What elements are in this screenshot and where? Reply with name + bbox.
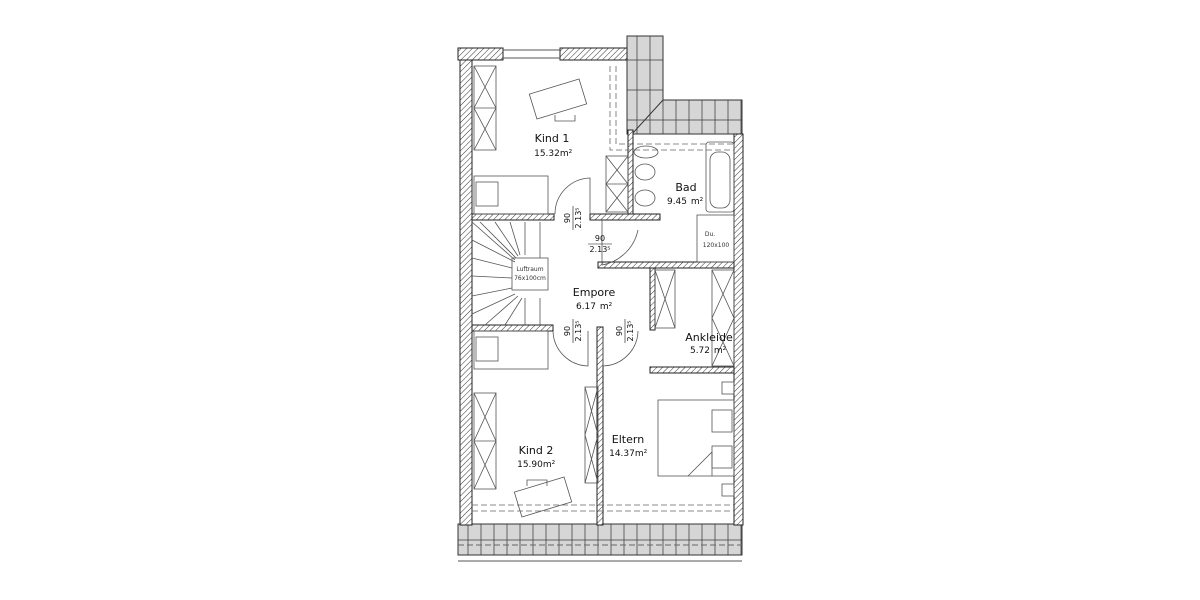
room-area: 9.45 bbox=[667, 197, 687, 207]
door-height: 2.13⁵ bbox=[574, 320, 583, 341]
door-label-eltern: 90 2.13⁵ bbox=[615, 319, 635, 343]
room-name: Eltern bbox=[612, 433, 644, 446]
shower-label: Du. 120x100 bbox=[703, 231, 730, 249]
room-area: 15.90 bbox=[517, 460, 543, 470]
room-area: 5.72 bbox=[690, 346, 710, 356]
door-width: 90 bbox=[615, 326, 624, 336]
door-labels: 90 2.13⁵ 90 2.13⁵ 90 2.13⁵ 90 2.13⁵ bbox=[563, 206, 635, 343]
door-label-bad: 90 2.13⁵ bbox=[588, 234, 612, 254]
room-area: 15.32 bbox=[534, 149, 560, 159]
door-label-kind1: 90 2.13⁵ bbox=[563, 206, 583, 230]
room-name: Empore bbox=[573, 286, 616, 299]
stair-void-label: Luftraum 76x100cm bbox=[514, 266, 546, 282]
shower-name: Du. bbox=[705, 231, 715, 238]
stair-void-name: Luftraum bbox=[516, 266, 543, 273]
area-unit: m² bbox=[714, 346, 727, 356]
area-unit: m² bbox=[560, 149, 573, 159]
room-name: Bad bbox=[675, 181, 696, 194]
shower-size: 120x100 bbox=[703, 242, 730, 249]
room-name: Kind 1 bbox=[535, 132, 570, 145]
room-ankleide: Ankleide 5.72 m² bbox=[685, 331, 733, 356]
area-unit: m² bbox=[543, 460, 556, 470]
door-height: 2.13⁵ bbox=[626, 320, 635, 341]
room-bad: Bad 9.45 m² bbox=[667, 181, 704, 207]
furniture bbox=[471, 65, 735, 518]
walls bbox=[457, 47, 744, 526]
area-unit: m² bbox=[635, 449, 648, 459]
stair-void-size: 76x100cm bbox=[514, 275, 546, 282]
room-name: Kind 2 bbox=[519, 444, 554, 457]
room-empore: Empore 6.17 m² bbox=[573, 286, 616, 312]
door-width: 90 bbox=[595, 234, 605, 243]
windows bbox=[472, 49, 734, 512]
door-label-kind2: 90 2.13⁵ bbox=[563, 319, 583, 343]
door-width: 90 bbox=[563, 213, 572, 223]
area-unit: m² bbox=[600, 302, 613, 312]
room-area: 6.17 bbox=[576, 302, 596, 312]
room-name: Ankleide bbox=[685, 331, 733, 344]
room-area: 14.37 bbox=[609, 449, 635, 459]
area-unit: m² bbox=[691, 197, 704, 207]
door-width: 90 bbox=[563, 326, 572, 336]
door-height: 2.13⁵ bbox=[574, 207, 583, 228]
door-height: 2.13⁵ bbox=[589, 245, 610, 254]
